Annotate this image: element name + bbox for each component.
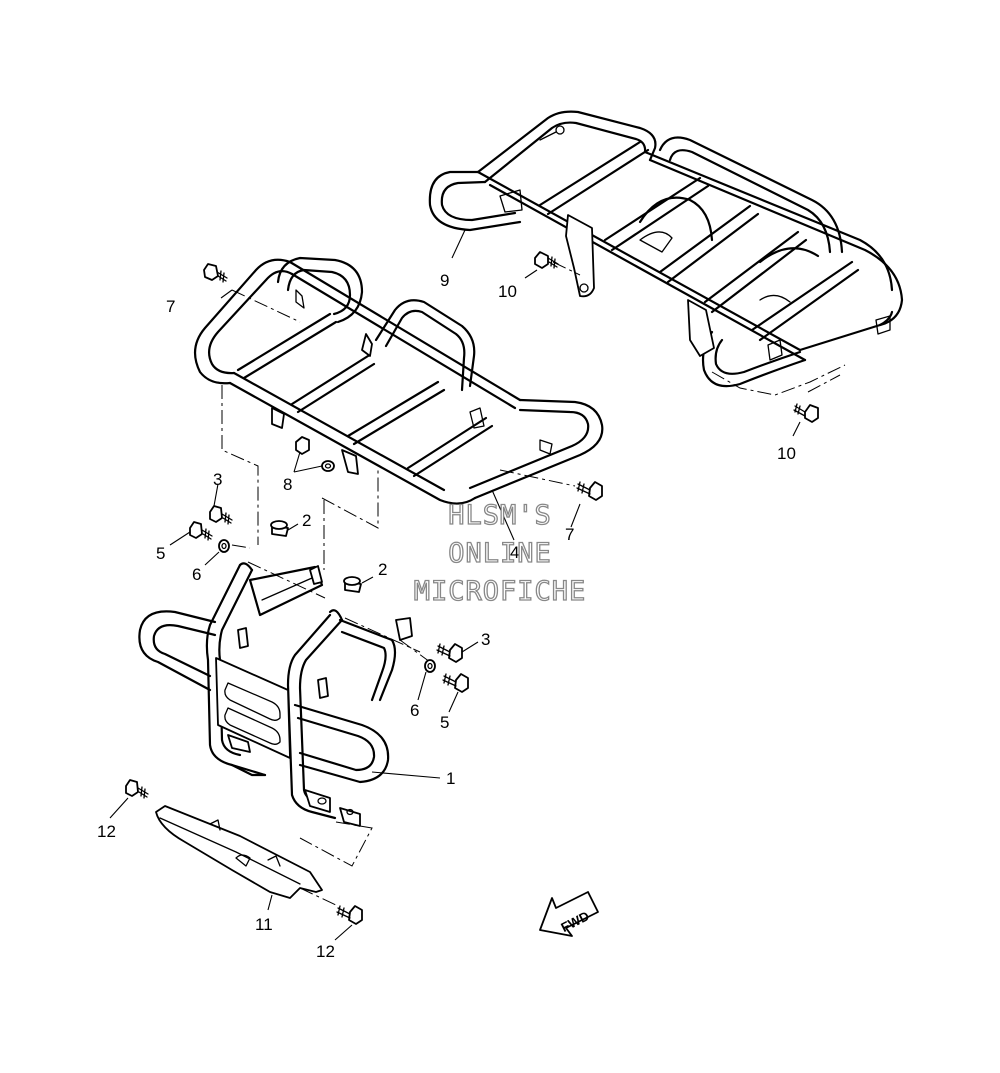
- callout-7-lower: 7: [565, 525, 574, 544]
- callout-11: 11: [255, 915, 273, 934]
- grommet-2-right: [343, 576, 362, 593]
- bolt-12-lower: [336, 905, 363, 925]
- callout-7-upper: 7: [166, 297, 175, 316]
- callout-3-right: 3: [481, 630, 490, 649]
- callout-9: 9: [440, 271, 449, 290]
- callout-1: 1: [446, 769, 455, 788]
- callout-8: 8: [283, 475, 292, 494]
- watermark: HLSM'S ONLINE MICROFICHE: [413, 499, 587, 607]
- bolt-7-lower: [576, 481, 603, 501]
- callout-10-lower: 10: [777, 444, 796, 463]
- bolt-5-left: [189, 521, 213, 541]
- bolt-12-upper: [125, 779, 149, 799]
- front-carrier: [193, 256, 604, 505]
- watermark-line-2: ONLINE: [448, 538, 552, 569]
- callout-5-right: 5: [440, 713, 449, 732]
- callout-12-upper: 12: [97, 822, 116, 841]
- callout-2-right: 2: [378, 560, 387, 579]
- front-guard: [138, 562, 413, 827]
- part-8-nut: [295, 436, 335, 472]
- watermark-line-1: HLSM'S: [448, 500, 552, 531]
- skid-plate: [155, 805, 323, 899]
- callout-3-left: 3: [213, 470, 222, 489]
- bolt-3-right: [436, 643, 463, 663]
- washer-6-right: [424, 659, 436, 673]
- bolt-3-left: [209, 505, 233, 525]
- callout-12-lower: 12: [316, 942, 335, 961]
- bolt-5-right: [442, 673, 469, 693]
- callout-2-left: 2: [302, 511, 311, 530]
- bolt-7-upper: [203, 263, 228, 283]
- bolt-10-upper: [534, 251, 559, 269]
- callout-5-left: 5: [156, 544, 165, 563]
- rear-carrier: [428, 110, 904, 388]
- bolt-10-lower: [793, 403, 819, 423]
- callout-10-upper: 10: [498, 282, 517, 301]
- watermark-line-3: MICROFICHE: [414, 576, 587, 607]
- callout-6-right: 6: [410, 701, 419, 720]
- grommet-2-left: [270, 520, 289, 537]
- forward-arrow-icon: FWD: [539, 891, 599, 937]
- washer-6-left: [218, 539, 230, 553]
- callout-6-left: 6: [192, 565, 201, 584]
- callout-4: 4: [510, 543, 519, 562]
- callout-labels: 1 2 2 3 3 4 5 5 6 6 7 7 8 9 10 10 11 12 …: [97, 271, 796, 961]
